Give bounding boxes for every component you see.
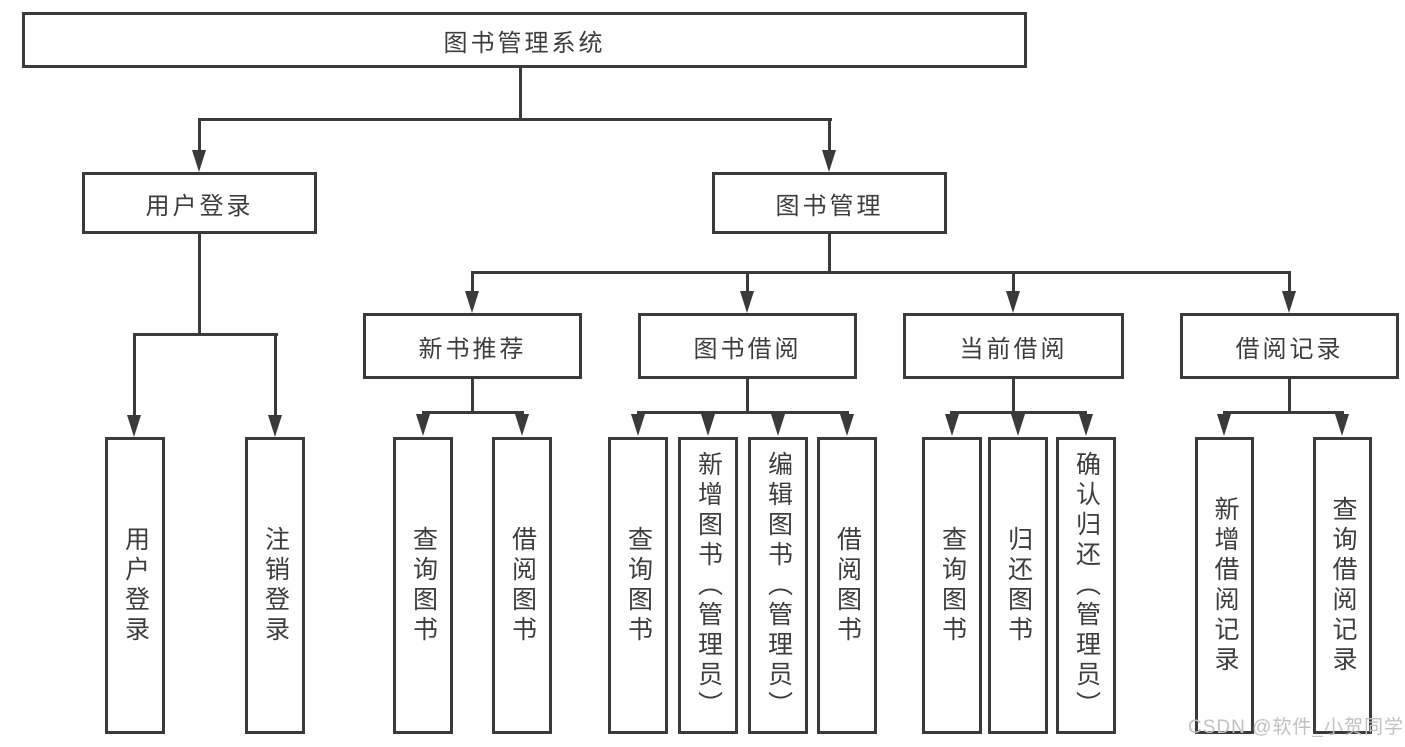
arrowhead-down [1335,414,1349,436]
node-label: 新增图书（管理员） [694,450,723,721]
connector-line [471,271,474,291]
arrowhead-down [945,414,959,436]
node-label: 用户登录 [121,525,150,646]
connector-line [1012,379,1015,414]
leaf-borrow-books: 借阅图书 [817,437,877,734]
connector-line [198,118,201,152]
watermark-text: CSDN @软件_小贺同学 [1188,717,1404,738]
node-new-book-recommend: 新书推荐 [363,313,582,379]
node-label: 借阅图书 [508,525,537,646]
node-label: 借阅记录 [1235,335,1344,363]
connector-line [422,411,524,414]
node-label: 查询图书 [624,525,653,646]
node-label: 图书管理 [775,192,884,220]
arrowhead-down [1217,414,1231,436]
connector-line [1288,379,1291,414]
leaf-query-books-recommend: 查询图书 [393,437,453,734]
node-label: 新书推荐 [418,335,527,363]
leaf-logout: 注销登录 [245,437,305,734]
arrowhead-down [1006,291,1020,313]
arrowhead-down [192,150,206,172]
arrowhead-down [1282,291,1296,313]
node-label: 用户登录 [145,192,254,220]
connector-line [274,333,277,417]
arrowhead-down [1011,414,1025,436]
leaf-user-login: 用户登录 [105,437,165,734]
connector-line [1012,271,1015,291]
leaf-confirm-return-admin: 确认归还（管理员） [1056,437,1116,734]
connector-line [133,333,278,336]
node-label: 查询图书 [938,525,967,646]
arrowhead-down [268,415,282,437]
arrowhead-down [127,415,141,437]
node-label: 新增借阅记录 [1211,495,1239,676]
leaf-borrow-books-recommend: 借阅图书 [492,437,552,734]
arrowhead-down [631,414,645,436]
node-current-borrowing: 当前借阅 [903,313,1124,379]
arrowhead-down [822,150,836,172]
connector-line [746,271,749,291]
connector-line [519,68,522,121]
node-label: 注销登录 [261,525,290,646]
connector-line [133,333,136,417]
connector-line [828,234,831,274]
arrowhead-down [465,291,479,313]
leaf-query-books-borrowing: 查询图书 [608,437,668,734]
arrowhead-down [840,414,854,436]
leaf-query-borrow-record: 查询借阅记录 [1313,437,1372,734]
leaf-query-books-current: 查询图书 [922,437,982,734]
leaf-add-book-admin: 新增图书（管理员） [678,437,738,734]
connector-line [746,379,749,414]
leaf-add-borrow-record: 新增借阅记录 [1195,437,1254,734]
connector-line [471,379,474,414]
connector-line [1288,271,1291,291]
arrowhead-down [701,414,715,436]
leaf-edit-book-admin: 编辑图书（管理员） [748,437,808,734]
node-label: 借阅图书 [833,525,862,646]
node-label: 编辑图书（管理员） [764,450,793,721]
node-book-borrowing: 图书借阅 [638,313,857,379]
connector-line [1223,411,1344,414]
node-library-system: 图书管理系统 [22,12,1027,68]
connector-line [637,411,849,414]
node-label: 图书借阅 [693,335,802,363]
connector-line [471,271,1291,274]
arrowhead-down [1079,414,1093,436]
leaf-return-books: 归还图书 [988,437,1048,734]
node-book-management: 图书管理 [712,172,947,234]
arrowhead-down [771,414,785,436]
connector-line [828,118,831,152]
node-user-login: 用户登录 [82,172,317,234]
connector-line [950,411,1087,414]
node-label: 查询图书 [409,525,438,646]
arrowhead-down [515,414,529,436]
connector-line [198,118,832,121]
arrowhead-down [740,291,754,313]
node-borrowing-records: 借阅记录 [1180,313,1399,379]
arrowhead-down [416,414,430,436]
node-label: 确认归还（管理员） [1072,450,1101,721]
node-label: 当前借阅 [959,335,1068,363]
node-label: 图书管理系统 [443,29,606,57]
node-label: 归还图书 [1004,525,1033,646]
node-label: 查询借阅记录 [1329,495,1357,676]
connector-line [198,234,201,336]
